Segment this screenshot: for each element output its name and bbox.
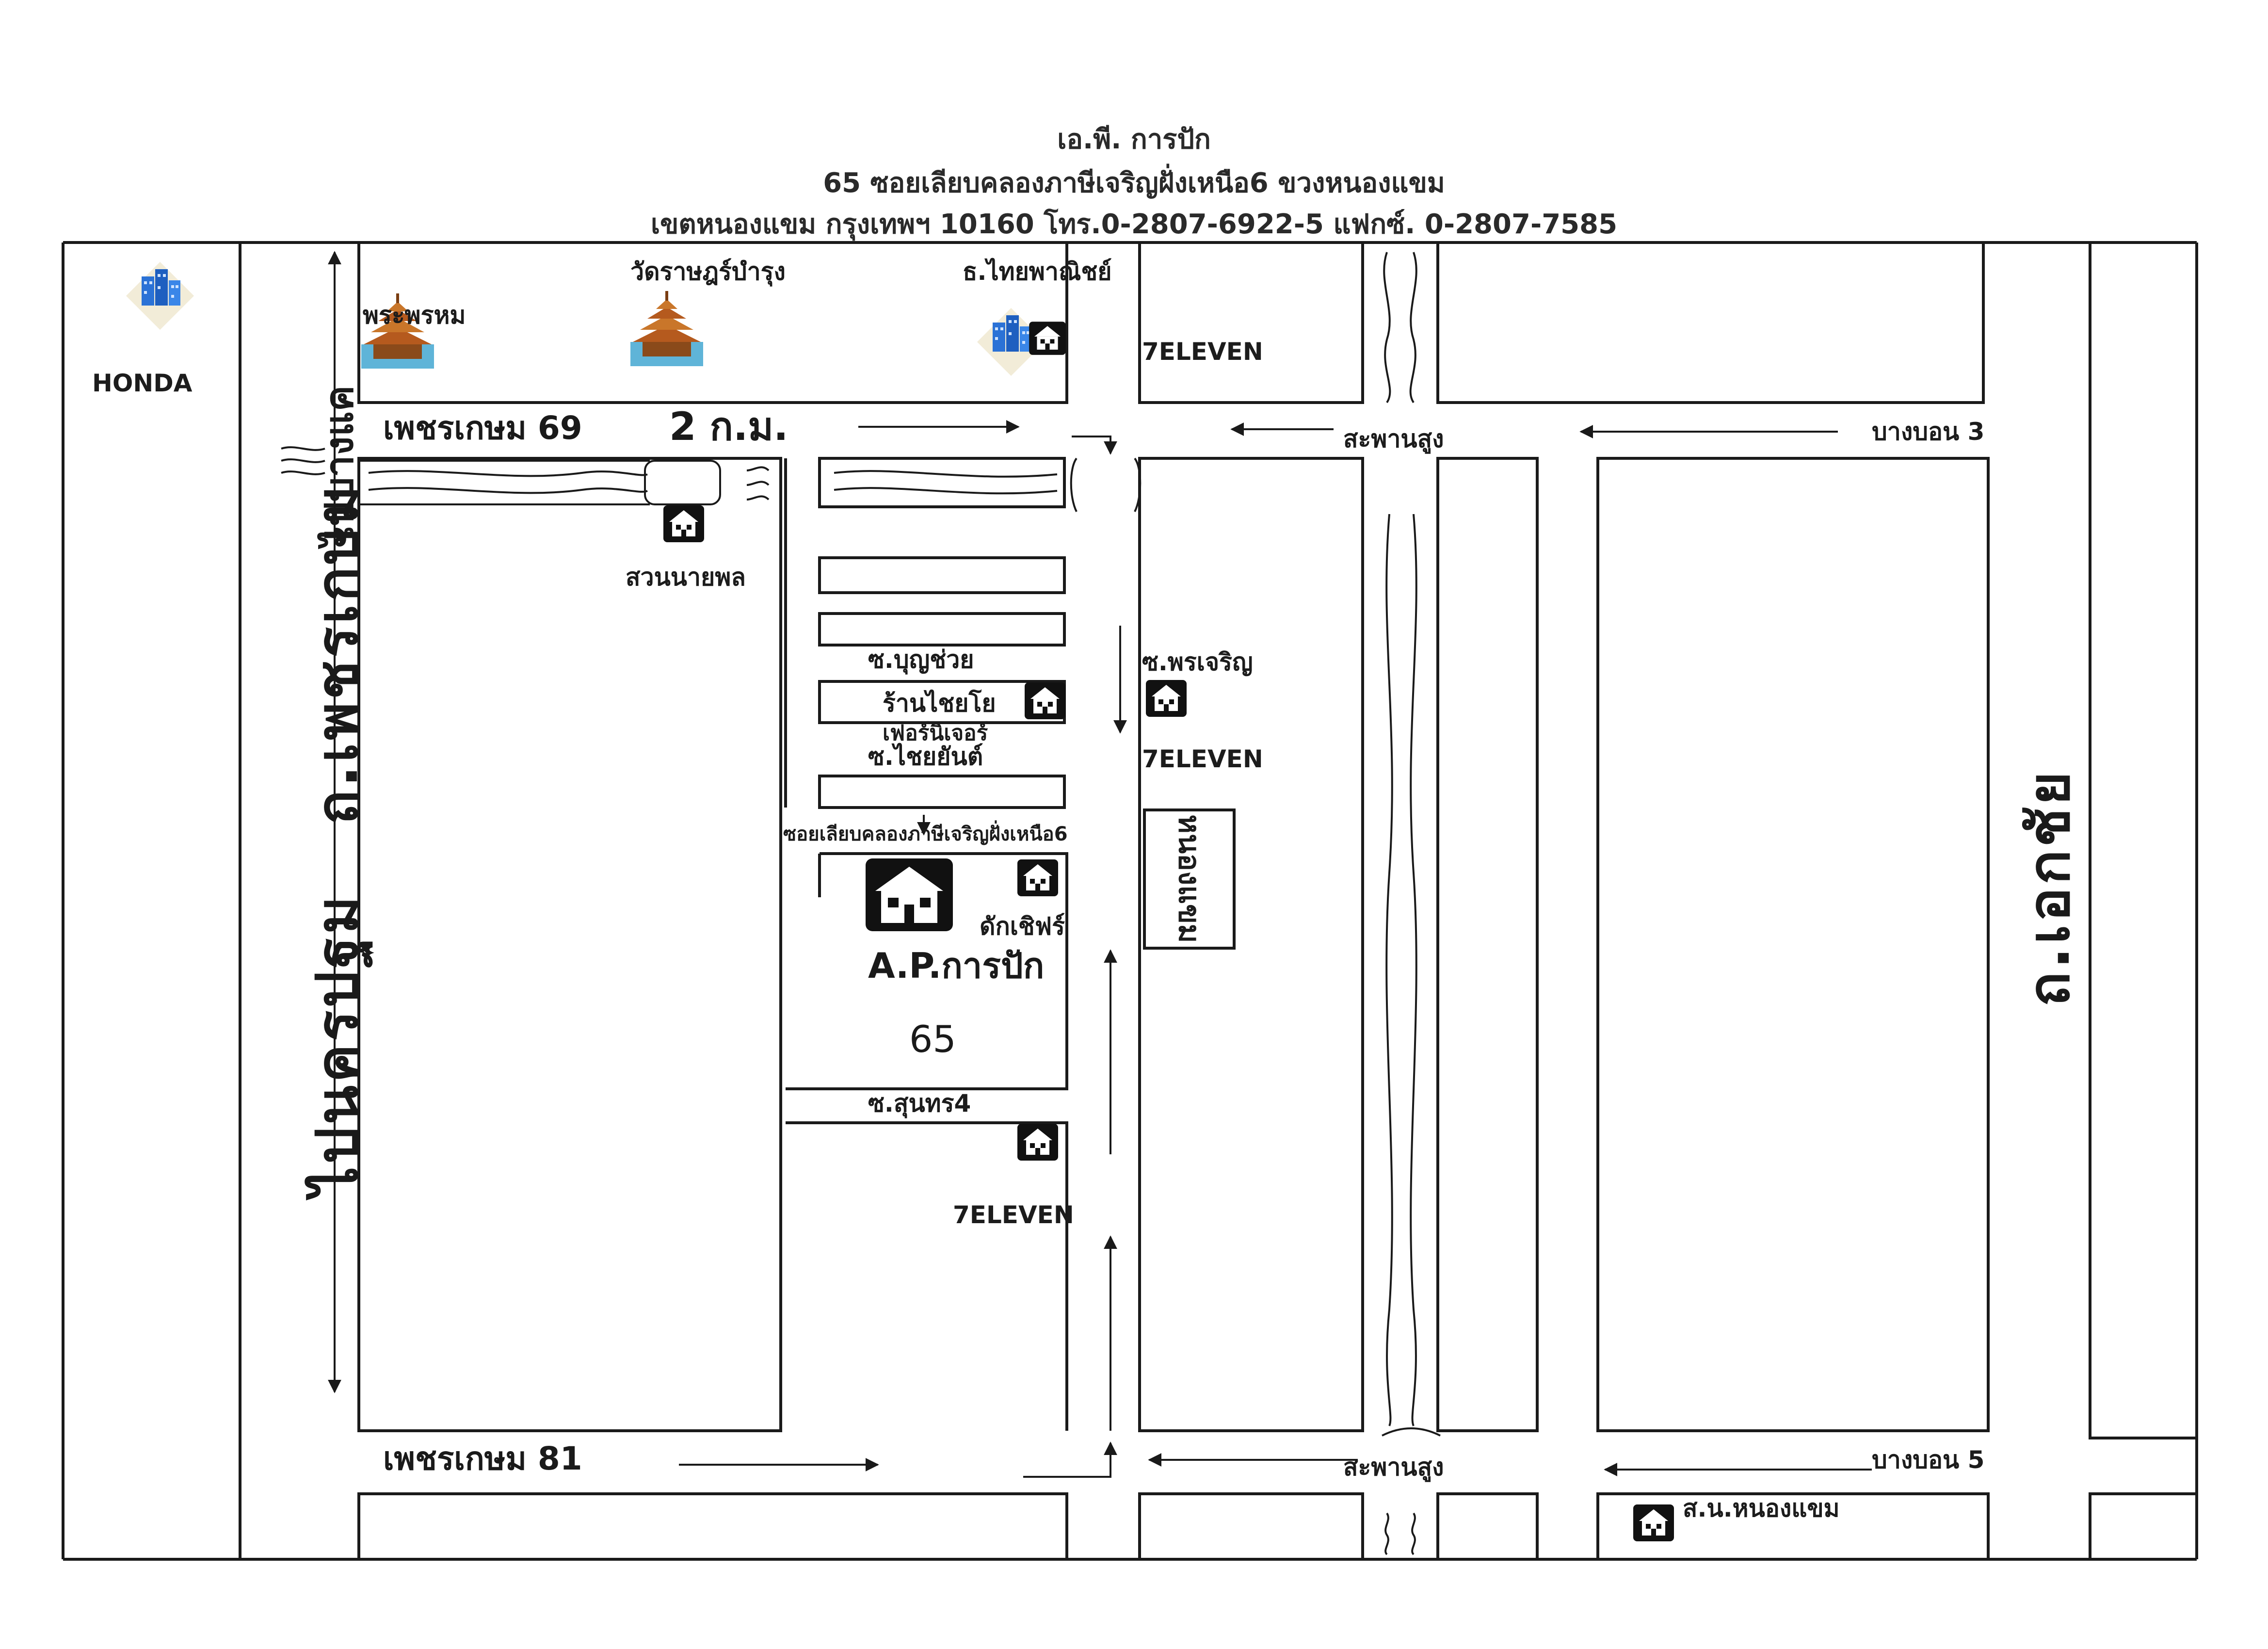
duk-chef-icon	[1017, 859, 1058, 896]
road-phetkasem81-label: เพชรเกษม 81	[383, 1440, 582, 1477]
phra-phrom-label: พระพรหม	[363, 301, 466, 329]
soi-phonchalern-label: ซ.พรเจริญ	[1142, 648, 1253, 676]
wat-temple-icon	[630, 291, 703, 366]
bang-bon-3-label: บางบอน 3	[1872, 418, 1985, 446]
ekkachai-road-label: ถ.เอกชัย	[2015, 768, 2082, 1007]
company-name: เอ.พี. การปัก	[1057, 124, 1211, 155]
direction-arrows	[328, 251, 1872, 1476]
ap-embroidery-label: A.P.การปัก	[868, 945, 1045, 986]
soi-lieb-khlong-label: ซอยเลียบคลองภาษีเจริญฝั่งเหนือ6	[783, 823, 1068, 845]
soi-boonchuai-label: ซ.บุญช่วย	[868, 646, 974, 674]
ap-house-number: 65	[909, 1018, 956, 1061]
seven-eleven-mid-label: 7ELEVEN	[1142, 745, 1263, 773]
chaiyo-shop-icon	[1025, 682, 1065, 719]
to-nakhon-pathom-label: ไปนครปฐม	[304, 893, 370, 1196]
honda-building-icon	[126, 262, 194, 330]
seven-eleven-bottom-label: 7ELEVEN	[953, 1201, 1074, 1229]
phetkasem-main-road-label: ไปนครปฐม ถ.เพชรเกษม	[304, 483, 370, 1195]
duk-chef-label: ดักเชิฟร์	[980, 912, 1065, 940]
chaiyo-furniture-label: เฟอร์นิเจอร์	[883, 721, 988, 745]
bang-bon-5-label: บางบอน 5	[1872, 1446, 1985, 1474]
chaiyo-shop-label: ร้านไชยโย	[883, 689, 996, 717]
bank-label: ธ.ไทยพาณิชย์	[963, 258, 1112, 286]
honda-label: HONDA	[92, 369, 193, 397]
company-contact: เขตหนองแขม กรุงเทพฯ 10160 โทร.0-2807-692…	[650, 209, 1618, 240]
road-phetkasem69-label: เพชรเกษม 69	[383, 409, 582, 447]
street-blocks	[62, 241, 2198, 1561]
seven-eleven-bottom-icon	[1017, 1124, 1058, 1161]
suan-nai-phon-icon	[663, 505, 704, 542]
bridge-north-label: สะพานสูง	[1343, 425, 1444, 453]
seven-eleven-mid-icon	[1146, 680, 1187, 717]
company-address: 65 ซอยเลียบคลองภาษีเจริญฝั่งเหนือ6 ขวงหน…	[823, 167, 1445, 199]
school-label: ส.น.หนองแขม	[1683, 1494, 1840, 1522]
soi-sunthon4-label: ซ.สุนทร4	[868, 1089, 971, 1117]
ap-embroidery-house-icon	[866, 858, 953, 931]
bridge-south-label: สะพานสูง	[1343, 1453, 1444, 1481]
seven-eleven-top-icon	[1029, 322, 1066, 355]
canal-water	[281, 252, 1441, 1555]
distance-label: 2 ก.ม.	[669, 404, 788, 449]
to-bang-khae-label: ไปบางแค	[317, 385, 362, 546]
suan-nai-phon-label: สวนนายพล	[626, 563, 746, 591]
nong-khaem-label: หนองแขม	[1172, 814, 1206, 943]
school-icon	[1633, 1504, 1674, 1541]
seven-eleven-top-label: 7ELEVEN	[1142, 338, 1263, 366]
wat-label: วัดราษฎร์บำรุง	[630, 258, 786, 286]
soi-chaiyan-label: ซ.ไชยยันต์	[868, 743, 983, 771]
